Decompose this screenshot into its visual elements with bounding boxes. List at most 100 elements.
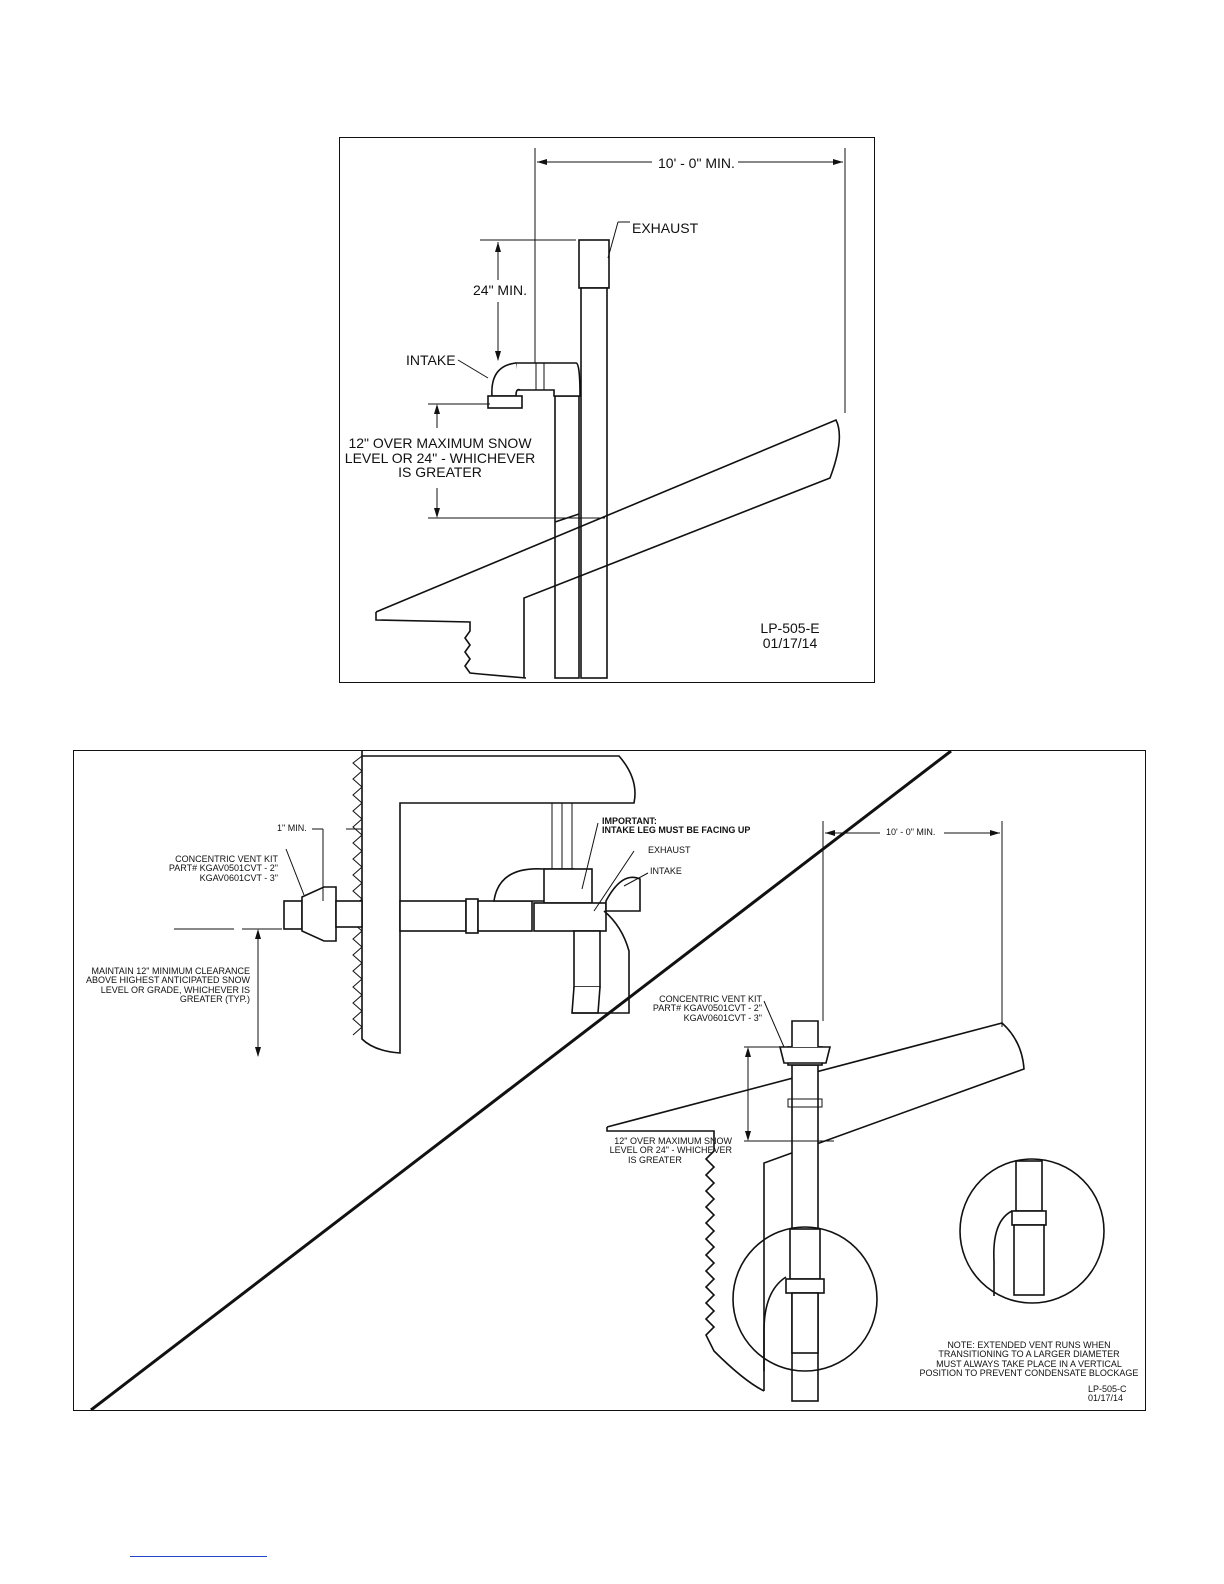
intake-leg (572, 910, 630, 1014)
horizontal-pipe (477, 900, 533, 932)
footer-rule (130, 1556, 267, 1557)
intake-elbow (515, 362, 581, 397)
detail-reducer (1011, 1210, 1047, 1226)
roof-slab (606, 1022, 1025, 1391)
roof-slab (375, 418, 841, 678)
leader-line (593, 850, 635, 912)
note-line: GREATER (TYP.) (179, 994, 250, 1005)
note-line: CONCENTRIC VENT KIT (659, 994, 762, 1004)
note-line: ABOVE HIGHEST ANTICIPATED SNOW (85, 975, 250, 986)
exhaust-label: EXHAUST (648, 845, 691, 855)
detail-intake (763, 1276, 787, 1371)
detail-circle (732, 1226, 878, 1372)
intake-label: INTAKE (406, 352, 456, 368)
drawing-date: 01/17/14 (762, 634, 818, 651)
wall-section (361, 751, 636, 1054)
arrowhead (745, 1047, 751, 1057)
arrowhead (825, 830, 835, 836)
note-line: PART# KGAV0501CVT - 2" (652, 1003, 762, 1014)
note-line: LEVEL OR 24" - WHICHEVER (609, 1145, 732, 1156)
note-line: 12" OVER MAXIMUM SNOW (348, 435, 532, 451)
arrowhead (833, 159, 843, 165)
note-line: IS GREATER (398, 464, 482, 481)
dim-10ft-label: 10' - 0" MIN. (658, 155, 735, 171)
exhaust-drop (573, 930, 601, 988)
vent-kit-left-label: CONCENTRIC VENT KIT PART# KGAV0501CVT - … (114, 854, 278, 883)
exhaust-label: EXHAUST (632, 220, 699, 236)
arrowhead (990, 830, 1000, 836)
intake-elbow-right (605, 876, 641, 912)
intake-label: INTAKE (650, 866, 682, 876)
horizontal-pipe (399, 900, 467, 932)
vent-kit-cap (791, 1020, 819, 1047)
pipe-coupling (465, 898, 479, 934)
sidewall-and-roof-vent-diagram: 1" MIN. IMPORTANT: INTAKE LEG MUST BE FA… (73, 750, 1146, 1411)
arrowhead (745, 1131, 751, 1141)
tee-fitting (543, 868, 593, 904)
note-line: KGAV0601CVT - 3" (199, 872, 278, 883)
vent-kit-body (778, 1046, 832, 1064)
detail-pipe (1015, 1160, 1043, 1212)
note-line: MAINTAIN 12" MINIMUM CLEARANCE (91, 966, 250, 976)
intake-pipe (554, 395, 580, 679)
intake-opening (487, 395, 523, 409)
vent-kit-stem (335, 900, 363, 928)
drawing-id: LP-505-E (760, 620, 820, 636)
note-line: KGAV0601CVT - 3" (683, 1012, 762, 1023)
intake-leader (457, 359, 489, 379)
detail-pipe-large (1013, 1224, 1045, 1296)
note-line: PART# KGAV0501CVT - 2" (168, 863, 278, 874)
snow-clearance-note: 12" OVER MAXIMUM SNOW LEVEL OR 24" - WHI… (564, 1136, 732, 1165)
tee-body (533, 902, 607, 932)
vent-kit-right-label: CONCENTRIC VENT KIT PART# KGAV0501CVT - … (594, 994, 762, 1023)
exhaust-cap (578, 239, 610, 289)
arrowhead (434, 508, 440, 518)
leader-line (623, 872, 649, 887)
leader-line (285, 848, 305, 896)
diagonal-divider (90, 751, 952, 1410)
arrowhead (434, 404, 440, 414)
note-line: INTAKE LEG MUST BE FACING UP (602, 825, 751, 836)
roof-vent-diagram-top: 10' - 0" MIN. EXHAUST 24" MIN. INTAKE 12… (339, 137, 875, 683)
note-line: LEVEL OR 24" - WHICHEVER (344, 449, 536, 466)
exhaust-leader (607, 221, 619, 259)
dim-24in-label: 24" MIN. (473, 282, 527, 298)
drawing-date: 01/17/14 (1088, 1393, 1124, 1404)
note-line: CONCENTRIC VENT KIT (175, 854, 278, 864)
detail-reducer (785, 1278, 825, 1294)
leader-line (581, 822, 599, 890)
arrowhead (255, 1047, 261, 1057)
snow-clearance-note: 12" OVER MAXIMUM SNOW LEVEL OR 24" - WHI… (340, 436, 540, 480)
detail-circle (959, 1158, 1105, 1304)
drawing-id-block: LP-505-E 01/17/14 (750, 621, 830, 650)
exhaust-pipe (580, 287, 608, 679)
detail-pipe (791, 1292, 819, 1354)
note-line: 12" OVER MAXIMUM SNOW (614, 1136, 732, 1146)
siding-texture (352, 755, 363, 1036)
note-line: IMPORTANT: (602, 816, 657, 826)
roof-eave (606, 1127, 765, 1392)
note-line: TRANSITIONING TO A LARGER DIAMETER (938, 1349, 1120, 1360)
note-line: LEVEL OR GRADE, WHICHEVER IS (100, 984, 250, 995)
extended-vent-note: NOTE: EXTENDED VENT RUNS WHEN TRANSITION… (914, 1340, 1144, 1379)
intake-elbow-bend (491, 362, 521, 397)
important-note: IMPORTANT: INTAKE LEG MUST BE FACING UP (602, 816, 751, 836)
note-line: NOTE: EXTENDED VENT RUNS WHEN (947, 1340, 1111, 1350)
detail-pipe-large (789, 1228, 821, 1280)
top-diagram-drawing (375, 148, 846, 679)
roof-line (554, 513, 580, 523)
leader-line (763, 1000, 785, 1048)
vent-kit-body (301, 886, 337, 942)
bottom-diagram-drawing (90, 751, 1105, 1410)
note-line: MUST ALWAYS TAKE PLACE IN A VERTICAL (936, 1358, 1122, 1369)
dim-10ft-label: 10' - 0" MIN. (886, 827, 936, 837)
roof-eave (375, 612, 527, 679)
drawing-id-block: LP-505-C 01/17/14 (1088, 1384, 1127, 1404)
arrowhead (495, 351, 501, 361)
arrowhead (255, 929, 261, 939)
roof-flashing (787, 1098, 823, 1108)
min-gap-label: 1" MIN. (277, 823, 307, 833)
arrowhead (495, 242, 501, 252)
drawing-id: LP-505-C (1088, 1384, 1127, 1394)
vent-kit-cap (283, 900, 303, 930)
